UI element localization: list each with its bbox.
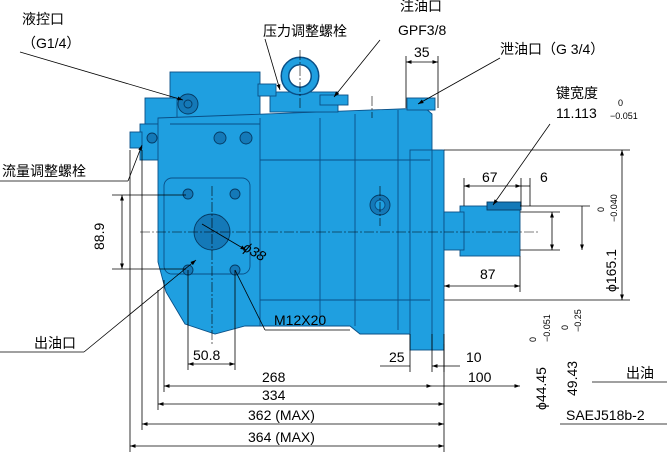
dim-49-43: 49.43 — [564, 361, 580, 396]
outlet-right-label: 出油 — [626, 365, 654, 381]
fill-port-size: GPF3/8 — [398, 22, 446, 38]
pressure-adjust-screw-label: 压力调整螺栓 — [263, 23, 347, 39]
dim-49-43-tol-upper: 0 — [560, 325, 570, 330]
drain-port-label: 泄油口（G 3/4） — [500, 41, 604, 57]
key-width-tol-upper: 0 — [618, 98, 623, 108]
dim-44-45-tol-upper: 0 — [528, 337, 538, 342]
dim-44-45: ϕ44.45 — [533, 367, 549, 410]
key-width-tol-lower: −0.051 — [610, 111, 638, 121]
key-width-label: 键宽度 — [556, 85, 598, 101]
dim-268: 268 — [262, 369, 286, 385]
bolt-spec-label: M12X20 — [274, 312, 326, 328]
dim-10: 10 — [466, 349, 482, 365]
fill-port-label: 注油口 — [400, 0, 442, 14]
dim-67: 67 — [482, 169, 498, 185]
key-width-value: 11.113 — [556, 105, 597, 121]
dim-362: 362 (MAX) — [248, 407, 315, 423]
center-lines — [140, 50, 540, 345]
dim-165-1-tol-lower: −0.040 — [609, 194, 619, 222]
dim-88-9: 88.9 — [91, 223, 107, 250]
leader-lines — [0, 38, 551, 353]
control-port-label: 液控口 — [22, 11, 64, 27]
dim-165-1: ϕ165.1 — [603, 249, 619, 292]
dim-364: 364 (MAX) — [248, 429, 315, 445]
dim-6: 6 — [540, 169, 548, 185]
dim-87: 87 — [480, 266, 496, 282]
dim-49-43-tol-lower: −0.25 — [573, 309, 583, 332]
dim-165-1-tol-upper: 0 — [596, 207, 606, 212]
dim-44-45-tol-lower: −0.051 — [542, 314, 552, 342]
dimension-values: 35 67 6 88.9 87 ϕ165.1 0 −0.040 ϕ44.45 0… — [91, 44, 619, 445]
dim-35: 35 — [414, 44, 430, 60]
dim-100: 100 — [468, 369, 492, 385]
control-port-size: （G1/4） — [22, 35, 80, 51]
dimension-lines — [112, 56, 667, 452]
dim-334: 334 — [262, 387, 286, 403]
outlet-port-label: 出油口 — [34, 335, 76, 351]
pump-body — [129, 56, 522, 351]
dim-25: 25 — [389, 349, 405, 365]
dim-50-8: 50.8 — [193, 347, 220, 363]
flow-adjust-screw-label: 流量调整螺栓 — [2, 163, 86, 179]
standard-label: SAEJ518b-2 — [566, 407, 645, 423]
